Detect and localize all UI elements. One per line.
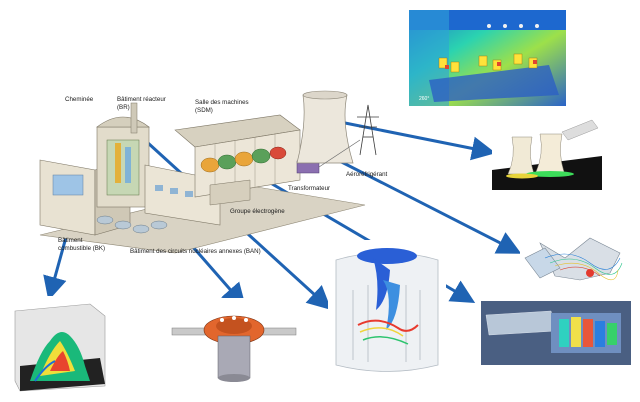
- label-fuel-building-1: Bâtiment: [58, 237, 83, 244]
- thumbnail-caption: 260°: [419, 96, 429, 102]
- label-cooling-tower: Aéroréfrigérant: [346, 171, 388, 178]
- turbine-simulation-thumbnail: [481, 301, 631, 365]
- reactor-vessel-simulation-thumbnail: [170, 298, 298, 386]
- label-transformer: Transformateur: [288, 185, 331, 192]
- pipe-flow-simulation-thumbnail: [520, 218, 640, 296]
- arrow-to-cooling-tower-sim: [334, 119, 496, 161]
- label-chimney: Cheminée: [65, 96, 94, 103]
- fuel-building-simulation-thumbnail: [5, 296, 117, 394]
- cooling-tower-simulation-thumbnail: [492, 112, 602, 190]
- site-heatmap-thumbnail: 260°: [409, 10, 566, 106]
- label-machine-hall: Salle des machines: [195, 99, 249, 106]
- arrow-to-pipe-sim: [319, 149, 522, 254]
- label-reactor-building: Bâtiment réacteur: [117, 96, 166, 103]
- label-generator: Groupe électrogène: [230, 208, 285, 215]
- label-reactor-building-code: (BR): [117, 104, 130, 111]
- tank-flow-simulation-thumbnail: [328, 240, 446, 380]
- label-nuclear-auxiliary-building: Bâtiment des circuits nucléaires annexes…: [130, 248, 261, 255]
- label-fuel-building-2: combustible (BK): [58, 245, 106, 252]
- label-machine-hall-code: (SDM): [195, 107, 213, 114]
- power-plant-illustration: [39, 90, 379, 254]
